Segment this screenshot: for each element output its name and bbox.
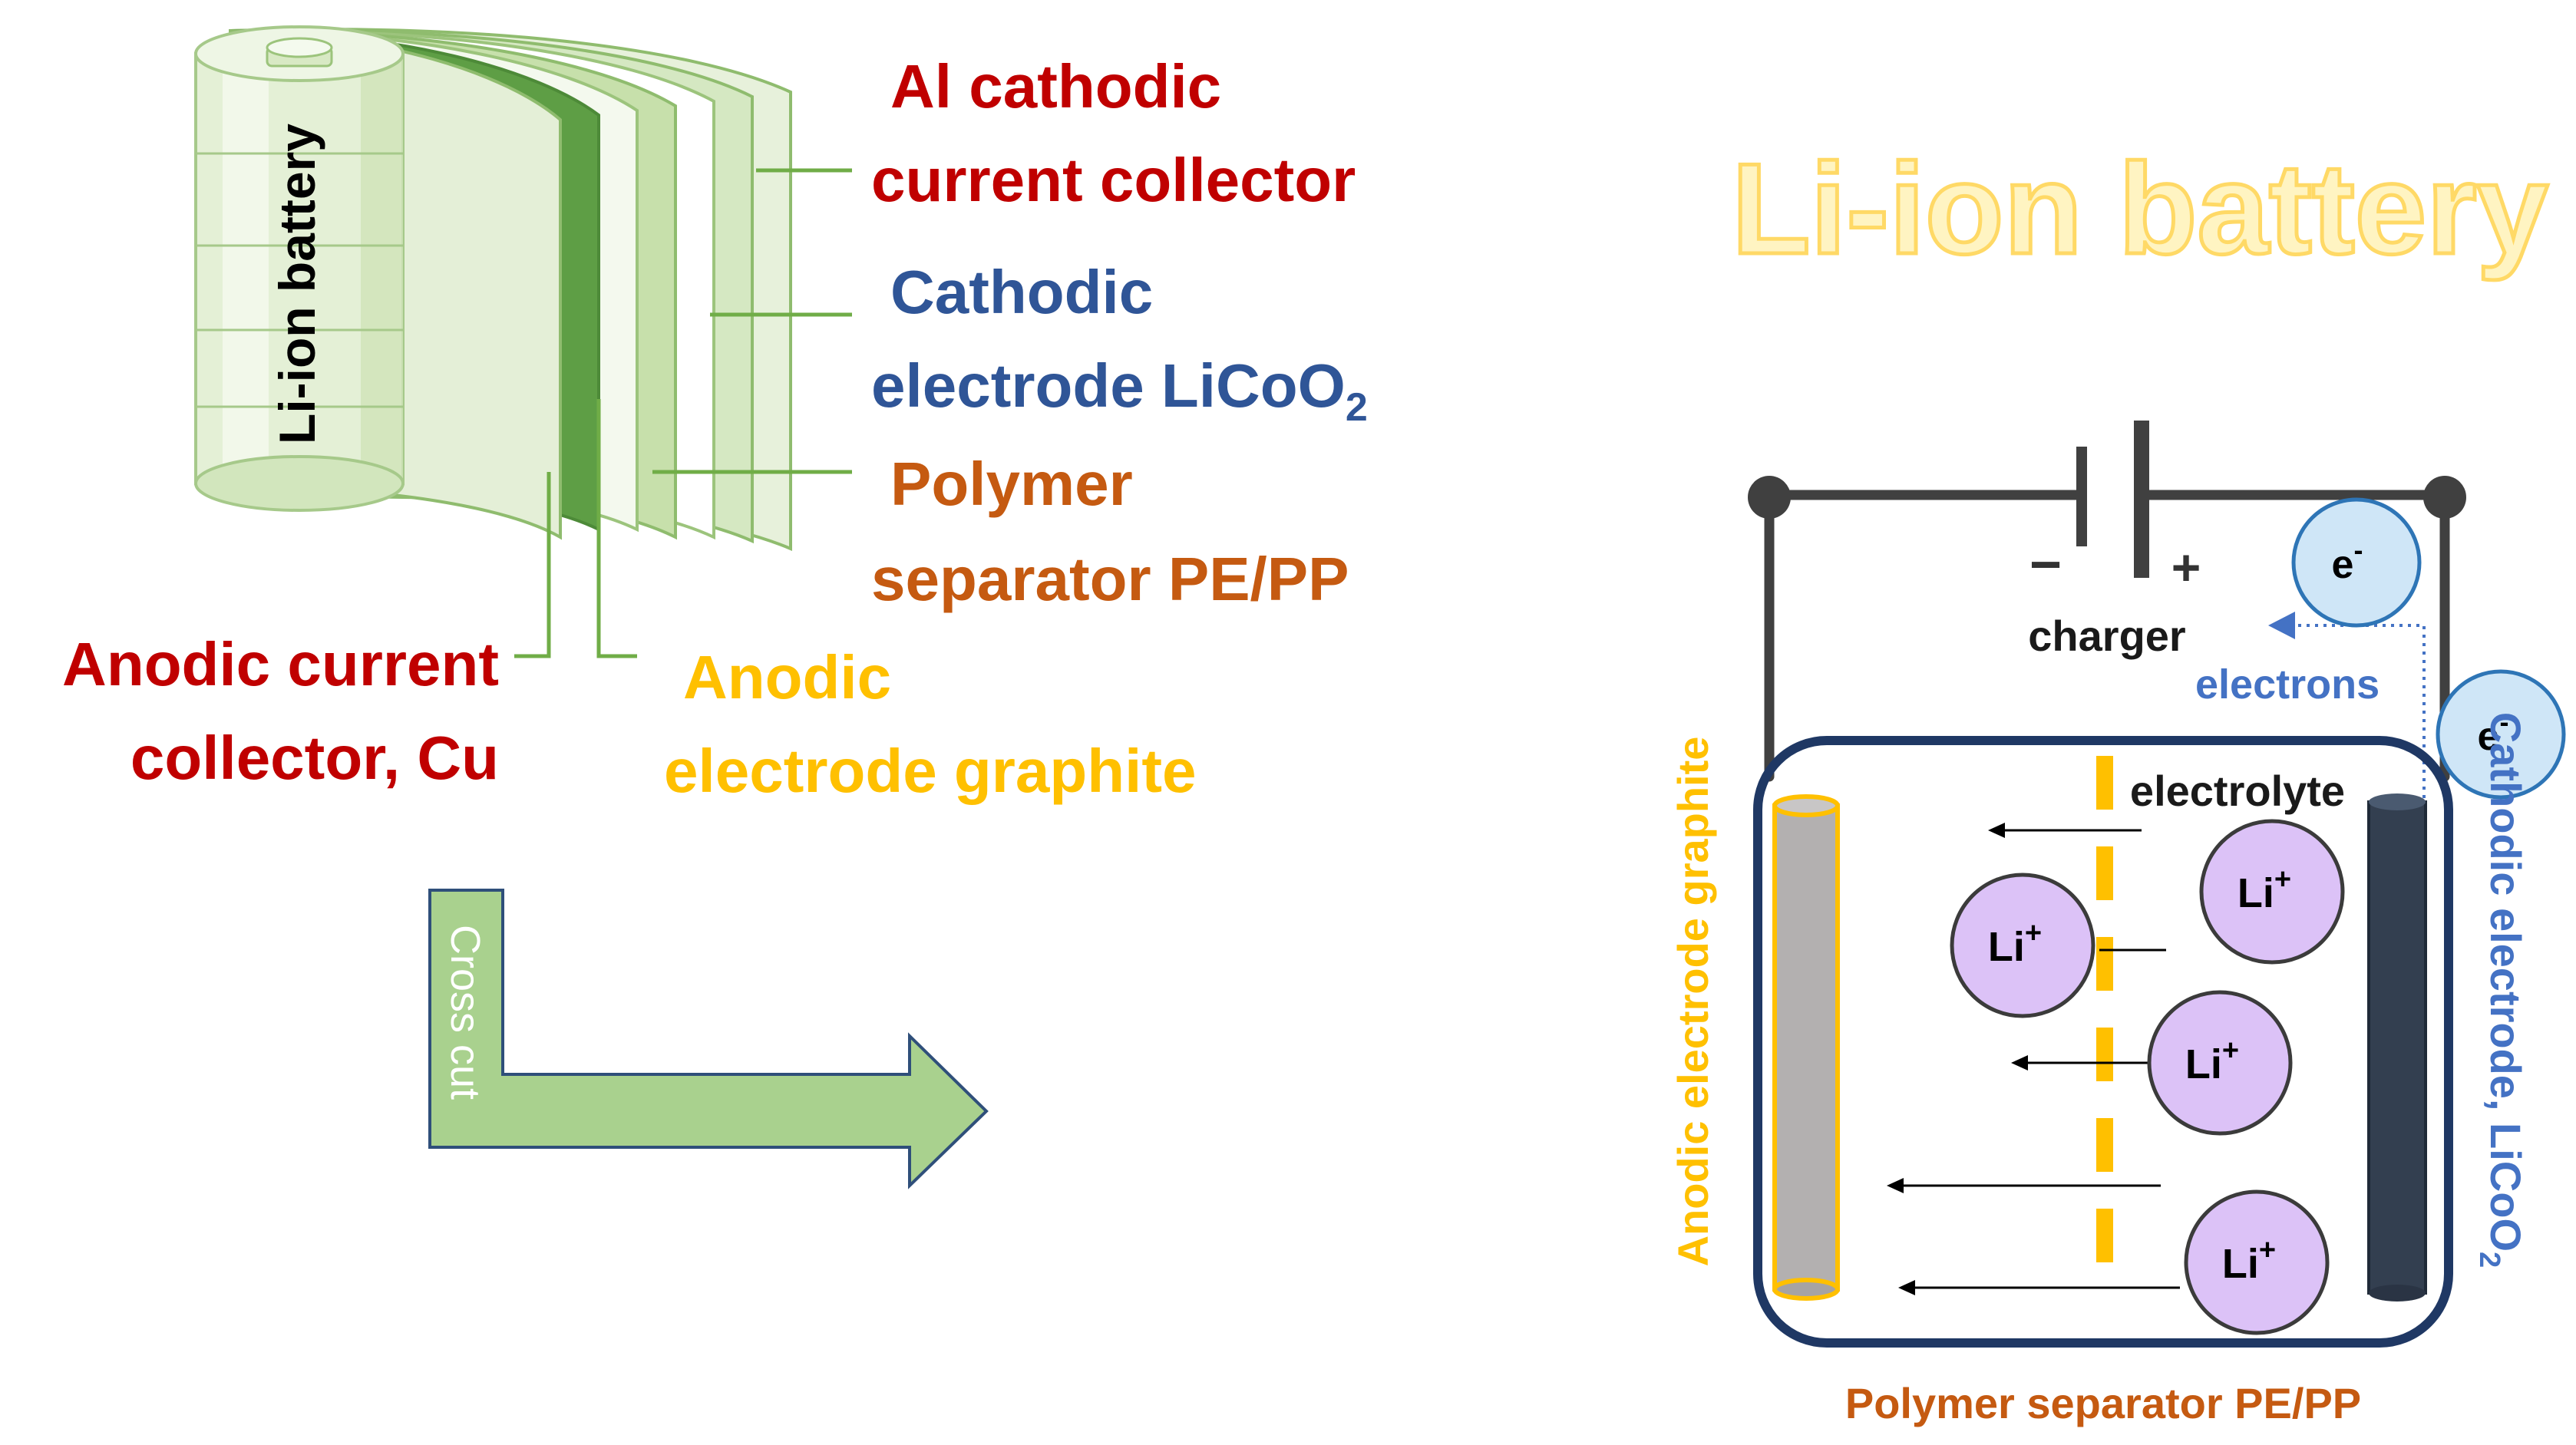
electrons-label: electrons [2195, 661, 2379, 708]
label-cathodic-line2: electrode LiCoO2 [871, 351, 1368, 430]
battery-vertical-label: Li-ion battery [269, 124, 325, 444]
separator-bottom-label: Polymer separator PE/PP [1845, 1379, 2361, 1427]
label-separator-line2: separator PE/PP [871, 545, 1349, 613]
li-ion-1-symbol: Li [2237, 870, 2274, 916]
right-title: Li-ion battery [1732, 137, 2548, 281]
label-separator-line1: Polymer [890, 450, 1133, 518]
cell-container [1753, 736, 2453, 1348]
label-anodic-collector-line2: collector, Cu [130, 724, 499, 792]
leader-lines [514, 168, 852, 658]
electron-upper-symbol: e [2332, 543, 2354, 587]
wire-node-right [2423, 476, 2466, 519]
label-al-collector-line2: current collector [871, 146, 1356, 214]
svg-text:Li+: Li+ [1988, 917, 2042, 970]
electron-upper: e- [2291, 497, 2422, 628]
li-ion-2: Li+ [1950, 873, 2095, 1018]
li-ion-1-charge: + [2274, 863, 2291, 896]
li-ion-4: Li+ [2184, 1189, 2330, 1335]
electron-lower: e- [2436, 669, 2566, 800]
cathode-side-label: Cathodic electrode, LiCoO2 [2473, 712, 2530, 1268]
charger-plate-negative [2076, 447, 2087, 546]
li-ion-3-symbol: Li [2185, 1041, 2222, 1087]
svg-text:e-: e- [2332, 534, 2363, 587]
label-anodic-collector-line1: Anodic current [62, 630, 499, 698]
li-ion-4-symbol: Li [2222, 1241, 2259, 1287]
cross-cut-arrow-icon [428, 889, 989, 1189]
cross-cut-label: Cross cut [442, 925, 488, 1100]
li-ion-3-charge: + [2222, 1034, 2239, 1067]
label-cathodic-subscript: 2 [1346, 385, 1368, 430]
cathode-side-subscript: 2 [2473, 1252, 2505, 1268]
electron-lower-charge: - [2499, 706, 2508, 737]
li-ion-3: Li+ [2147, 990, 2293, 1136]
label-al-collector-line1: Al cathodic [890, 52, 1221, 120]
label-anodic-electrode-line1: Anodic [683, 643, 891, 711]
li-ion-2-symbol: Li [1988, 924, 2025, 970]
charger-plate-positive [2134, 421, 2149, 578]
svg-text:Li+: Li+ [2185, 1034, 2239, 1087]
svg-text:Li+: Li+ [2237, 863, 2291, 916]
charger-minus-sign: − [2029, 534, 2062, 595]
svg-text:e-: e- [2478, 706, 2509, 759]
charger-label: charger [2028, 612, 2185, 660]
wire-node-left [1748, 476, 1791, 519]
label-cathodic-line1: Cathodic [890, 258, 1153, 326]
anode-rod [1772, 794, 1840, 1301]
electron-flow-arrowhead [2268, 612, 2295, 639]
electron-upper-charge: - [2353, 534, 2363, 566]
label-anodic-electrode-line2: electrode graphite [664, 737, 1197, 805]
electron-lower-symbol: e [2478, 714, 2500, 759]
cathode-rod [2367, 793, 2427, 1301]
li-ion-4-charge: + [2259, 1234, 2276, 1266]
rolled-battery-icon [194, 25, 792, 552]
ion-arrows [1887, 823, 2180, 1295]
li-ion-2-charge: + [2025, 917, 2042, 949]
electrolyte-label: electrolyte [2130, 767, 2345, 815]
li-ion-1: Li+ [2199, 819, 2345, 965]
anode-side-label: Anodic electrode graphite [1669, 737, 1717, 1267]
charger-plus-sign: + [2171, 539, 2201, 595]
svg-text:Li+: Li+ [2222, 1234, 2276, 1287]
